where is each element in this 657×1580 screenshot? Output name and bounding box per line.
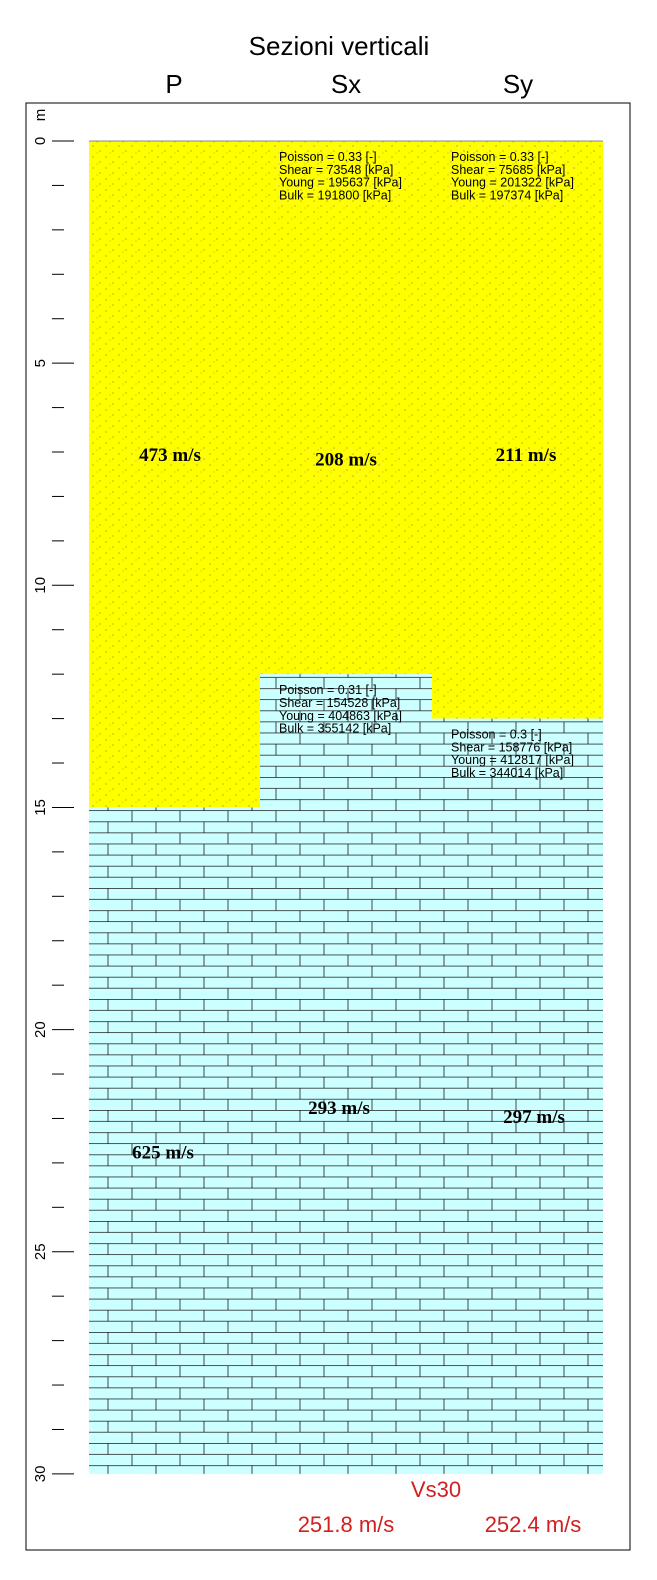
layer-property: Bulk = 197374 [kPa] xyxy=(451,188,563,202)
layer-property: Poisson = 0.31 [-] xyxy=(279,683,377,697)
sand-layer xyxy=(260,141,432,675)
layer-property: Young = 404863 [kPa] xyxy=(279,709,402,723)
section-sx: Poisson = 0.33 [-]Shear = 73548 [kPa]You… xyxy=(260,141,432,1474)
depth-tick-label: 5 xyxy=(32,359,49,367)
layer-property: Shear = 154528 [kPa] xyxy=(279,696,400,710)
column-header-sx: Sx xyxy=(331,69,361,99)
layer-property: Shear = 158776 [kPa] xyxy=(451,740,572,754)
layer-velocity: 293 m/s xyxy=(308,1098,370,1119)
layer-velocity: 211 m/s xyxy=(496,445,557,466)
depth-tick-label: 10 xyxy=(32,577,49,594)
limestone-layer xyxy=(432,718,603,1474)
layer-velocity: 473 m/s xyxy=(139,445,201,466)
section-sy: Poisson = 0.33 [-]Shear = 75685 [kPa]You… xyxy=(432,141,603,1474)
section-p: 473 m/s 625 m/s xyxy=(89,141,260,1474)
layer-property: Shear = 75685 [kPa] xyxy=(451,163,565,177)
layer-property: Bulk = 191800 [kPa] xyxy=(279,188,391,202)
layer-property: Young = 201322 [kPa] xyxy=(451,176,574,190)
diagram-title: Sezioni verticali xyxy=(249,31,430,61)
vs30-label: Vs30 xyxy=(411,1477,461,1502)
depth-tick-label: 25 xyxy=(32,1243,49,1260)
vs30-sy-value: 252.4 m/s xyxy=(485,1512,582,1537)
depth-tick-label: 30 xyxy=(32,1466,49,1483)
layer-velocity: 625 m/s xyxy=(132,1142,194,1163)
depth-axis-unit: m xyxy=(32,109,49,122)
layer-property: Poisson = 0.33 [-] xyxy=(451,150,549,164)
depth-tick-label: 15 xyxy=(32,799,49,816)
sand-layer xyxy=(89,141,260,808)
limestone-layer xyxy=(89,807,260,1474)
column-header-sy: Sy xyxy=(503,69,533,99)
layer-property: Bulk = 355142 [kPa] xyxy=(279,722,391,736)
sand-layer xyxy=(432,141,603,719)
layer-property: Young = 412817 [kPa] xyxy=(451,753,574,767)
layer-property: Bulk = 344014 [kPa] xyxy=(451,766,563,780)
plot-frame xyxy=(25,102,631,1551)
layer-property: Poisson = 0.3 [-] xyxy=(451,728,542,742)
column-header-p: P xyxy=(165,69,182,99)
layer-velocity: 208 m/s xyxy=(315,449,377,470)
depth-axis: 0 5 10 15 20 25 30 xyxy=(32,137,74,1482)
depth-tick-label: 20 xyxy=(32,1021,49,1038)
layer-velocity: 297 m/s xyxy=(503,1107,565,1128)
layer-property: Poisson = 0.33 [-] xyxy=(279,150,377,164)
depth-tick-label: 0 xyxy=(32,137,49,145)
layer-property: Shear = 73548 [kPa] xyxy=(279,163,393,177)
layer-property: Young = 195637 [kPa] xyxy=(279,176,402,190)
vs30-sx-value: 251.8 m/s xyxy=(298,1512,395,1537)
limestone-layer xyxy=(260,674,432,1474)
